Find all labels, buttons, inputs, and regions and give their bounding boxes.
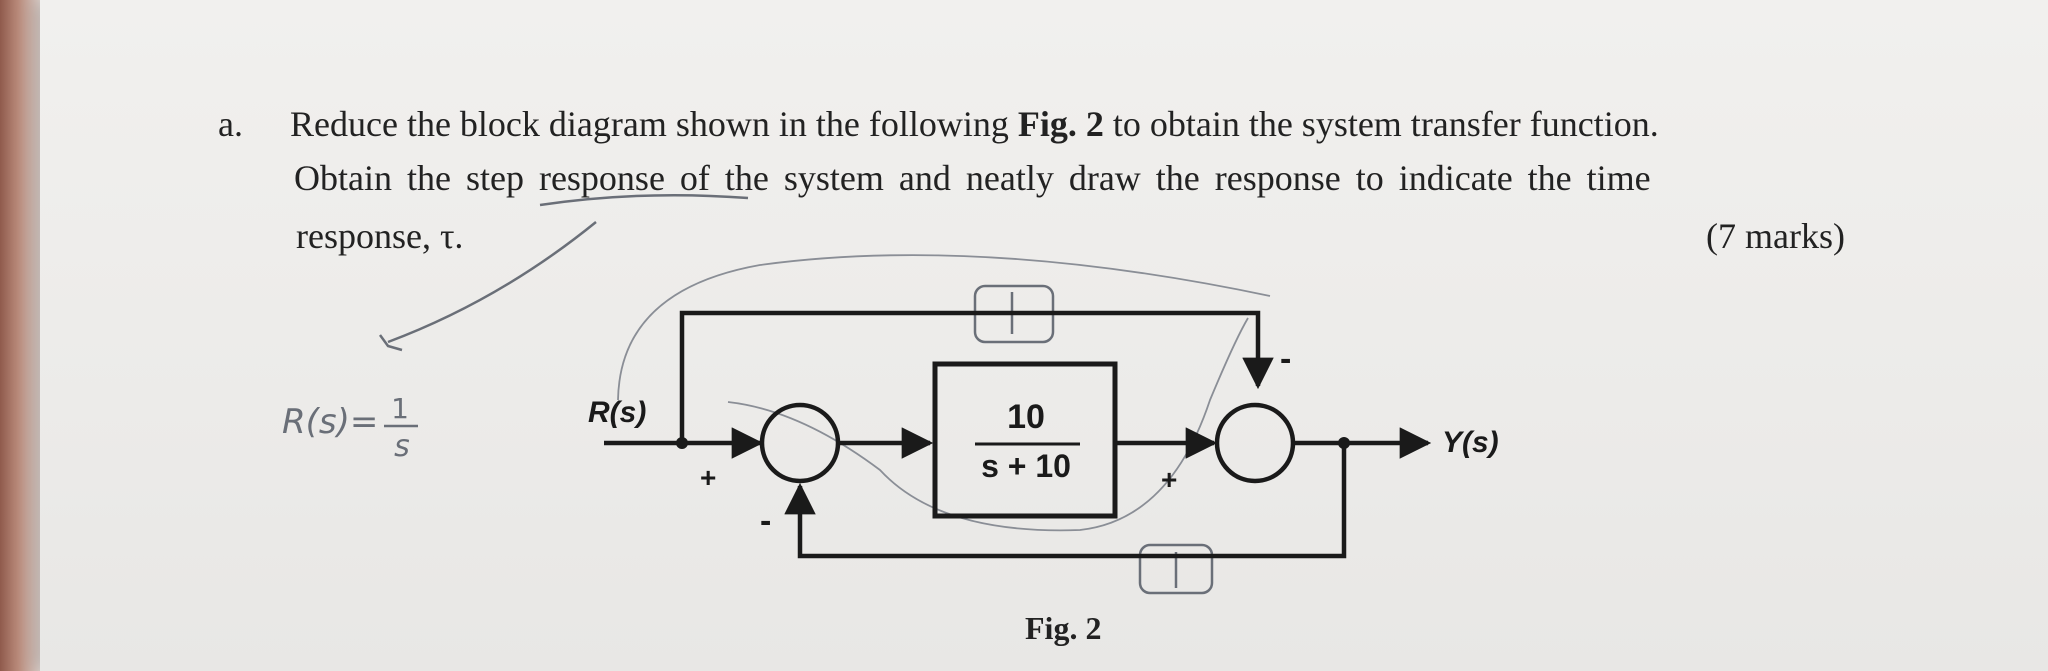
question-label: a. (218, 104, 243, 144)
pencil-fraction-denominator: s (394, 429, 410, 464)
pencil-arrow-line (387, 221, 597, 344)
input-label: R(s) (588, 396, 646, 429)
feedback-path (784, 443, 1347, 559)
summing-junction-right (1214, 402, 1296, 484)
figure-caption: Fig. 2 (1025, 610, 1102, 646)
summing-junction-left (759, 402, 841, 484)
sign-right-plus: + (1161, 464, 1177, 495)
transfer-function-block (932, 361, 1118, 519)
marks-allocation: (7 marks) (1706, 216, 1845, 256)
pencil-loop-inner (727, 317, 1249, 532)
block-denominator: s + 10 (981, 448, 1071, 484)
pencil-loop-outer (617, 254, 1271, 401)
exam-paper (40, 0, 2048, 671)
block-numerator: 10 (1007, 398, 1045, 436)
sign-left-minus: - (760, 502, 771, 540)
pencil-input-note: R(s)= (282, 402, 379, 442)
question-line-1-end: to obtain the system transfer function. (1103, 104, 1659, 144)
figure-reference: Fig. 2 (1017, 104, 1104, 144)
question-line-3: response, τ. (296, 216, 464, 256)
question-line-2: Obtain the step response of the system a… (294, 158, 1651, 198)
sign-left-plus: + (700, 462, 716, 493)
pencil-underline-step-response (539, 193, 749, 207)
sign-right-minus: - (1280, 340, 1291, 378)
output-label: Y(s) (1442, 426, 1499, 459)
pencil-box-bottom (1138, 543, 1214, 595)
question-line-1: Reduce the block diagram shown in the fo… (290, 106, 1659, 142)
feedforward-path (679, 310, 1274, 443)
pencil-fraction-numerator: 1 (391, 392, 409, 425)
pencil-arrow-head (378, 334, 403, 352)
question-line-1-start: Reduce the block diagram shown in the fo… (290, 104, 1018, 144)
